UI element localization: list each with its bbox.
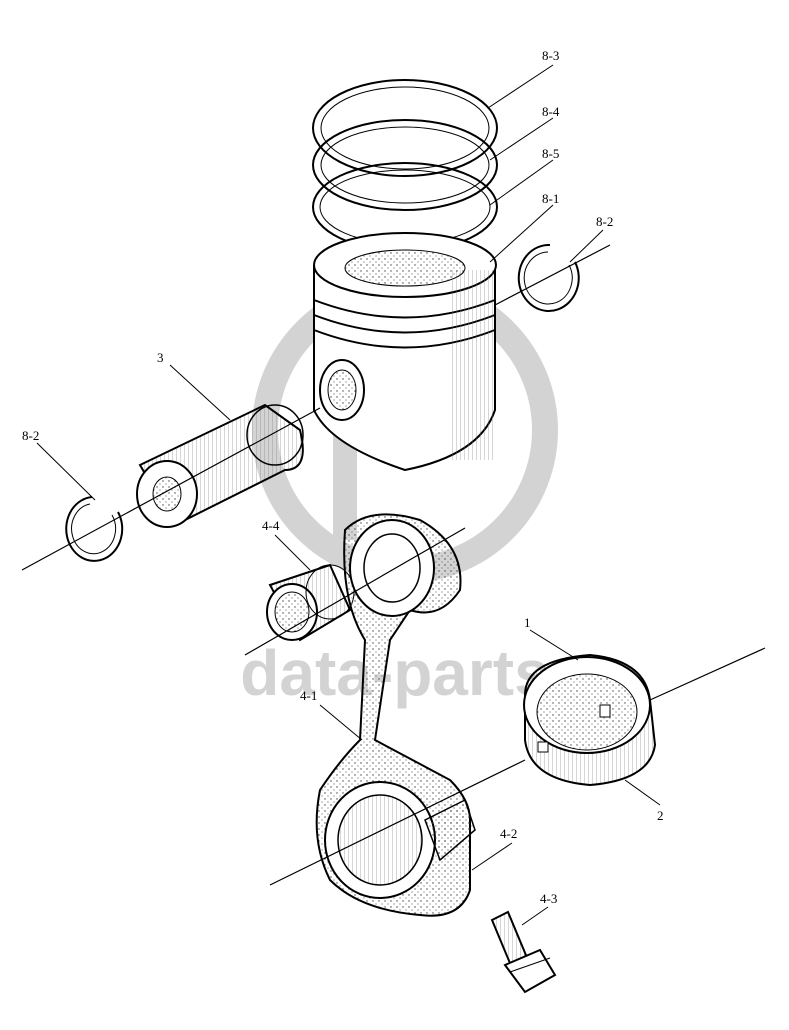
label-piston-ring-top: 8-3 [542,48,559,63]
watermark-text: data-parts [240,637,549,709]
label-cap-bolt: 4-3 [540,891,557,906]
label-piston-ring-middle: 8-4 [542,104,560,119]
piston-ring-middle [312,119,498,211]
piston [313,232,497,472]
callout-leaders [36,64,661,926]
circlip-right [517,243,580,312]
label-bearing-shell-upper: 1 [524,615,531,630]
small-end-bush [266,563,355,642]
cap-bolt [490,910,557,994]
bearing-shell-upper [523,653,657,787]
label-bearing-shell-lower: 2 [657,808,664,823]
label-circlip-right: 8-2 [596,214,613,229]
label-circlip-left: 8-2 [22,428,39,443]
label-piston-pin: 3 [157,350,164,365]
label-small-end-bush: 4-4 [262,518,280,533]
piston-ring-top [312,79,498,177]
assembly-axis-lines [21,244,766,886]
label-connecting-rod: 4-1 [300,688,317,703]
label-piston-ring-lower: 8-5 [542,146,559,161]
piston-pin [136,403,304,528]
connecting-rod [315,513,476,917]
callout-labels: 8-3 8-4 8-5 8-1 8-2 3 8-2 4-4 4-1 1 2 4-… [22,48,664,906]
label-conrod-cap: 4-2 [500,826,517,841]
label-piston: 8-1 [542,191,559,206]
circlip-left [65,496,124,562]
